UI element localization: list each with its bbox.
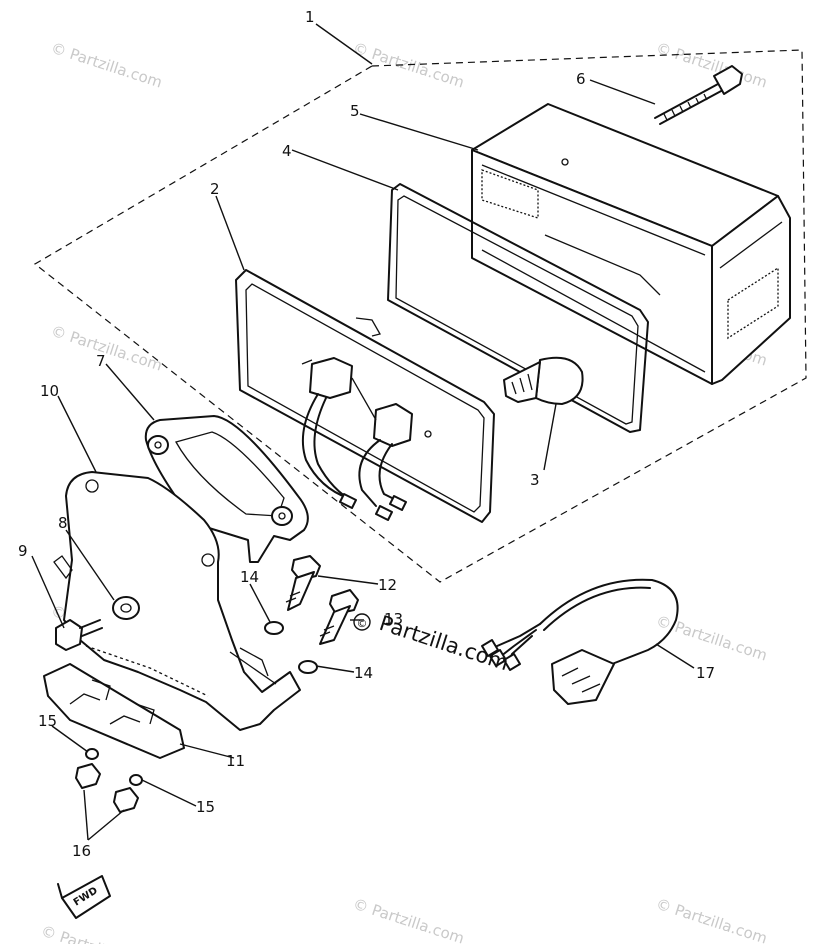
- callout-13: 13: [384, 610, 403, 628]
- callout-17: 17: [696, 664, 715, 682]
- part-13-collar: [319, 589, 359, 645]
- part-10-license-bracket: [63, 471, 301, 731]
- svg-text:©: ©: [357, 617, 368, 630]
- leader-lines: [31, 23, 695, 841]
- part-15-washer: [85, 748, 99, 760]
- watermark-text: © Partzilla.com: [654, 612, 770, 665]
- fwd-arrow-icon: FWD: [57, 875, 111, 919]
- part-3-bulb: [503, 356, 584, 405]
- bulb-sockets-wires: [301, 357, 413, 521]
- callout-6: 6: [576, 70, 586, 88]
- part-2-base-plate: [235, 269, 495, 523]
- callout-labels: 1 2 3 4 5 6 7 8 9 10 11 12 13 14 14 15 1…: [18, 8, 715, 860]
- watermark-text: © Partzilla.com: [654, 39, 770, 92]
- callout-1: 1: [305, 8, 315, 26]
- watermark-text: © Partzilla.com: [39, 922, 155, 944]
- callout-7: 7: [96, 352, 106, 370]
- callout-9: 9: [18, 542, 28, 560]
- part-9-bolt: [53, 555, 103, 651]
- callout-12: 12: [378, 576, 397, 594]
- watermark-text: © Partzilla.com: [49, 39, 165, 92]
- part-16-nut: [75, 763, 101, 789]
- watermark-text: © Partzilla.com: [654, 895, 770, 944]
- part-17-harness: [481, 578, 679, 705]
- callout-14: 14: [354, 664, 373, 682]
- part-14-washer: [264, 621, 284, 635]
- callout-16: 16: [72, 842, 91, 860]
- part-4-gasket: [387, 183, 649, 433]
- watermark-text: © Partzilla.com: [49, 322, 165, 375]
- callout-14: 14: [240, 568, 259, 586]
- callout-2: 2: [210, 180, 220, 198]
- part-15-washer: [129, 774, 143, 786]
- callout-11: 11: [226, 752, 245, 770]
- assembly-boundary: [33, 49, 807, 583]
- callout-4: 4: [282, 142, 292, 160]
- callout-15: 15: [38, 712, 57, 730]
- watermark-text: © Partzilla.com: [351, 895, 467, 944]
- part-5-lens: [471, 103, 791, 385]
- callout-10: 10: [40, 382, 59, 400]
- callout-15: 15: [196, 798, 215, 816]
- callout-8: 8: [58, 514, 68, 532]
- part-8-washer: [112, 596, 140, 620]
- part-16-nut: [113, 787, 139, 813]
- callout-3: 3: [530, 471, 540, 489]
- part-11-mount: [43, 663, 185, 759]
- part-14-washer: [298, 660, 318, 674]
- callout-5: 5: [350, 102, 360, 120]
- part-12-collar: [285, 555, 321, 611]
- part-6-screw: [654, 65, 743, 125]
